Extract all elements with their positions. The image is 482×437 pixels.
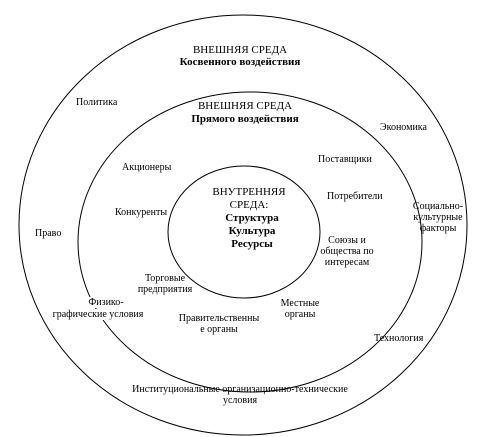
middle-factor-trade: Торговые предприятия (130, 273, 200, 295)
outer-factor-physgeo-line-1: Физико- (76, 297, 136, 308)
institutional-line-1: Институциональные организационно-техниче… (132, 384, 348, 395)
outer-circle (18, 14, 468, 436)
outer-title: ВНЕШНЯЯ СРЕДА (192, 44, 288, 56)
inner-items: Структура Культура Ресурсы (214, 212, 290, 251)
inner-title-line-1: ВНУТРЕННЯЯ (212, 186, 286, 198)
middle-factor-consumers: Потребители (327, 191, 383, 202)
inner-item-structure: Структура (225, 212, 279, 224)
unions-line-2: общества по (320, 246, 374, 257)
middle-title-wrap: ВНЕШНЯЯ СРЕДА (175, 100, 315, 113)
middle-factor-gov: Правительственны е органы (176, 313, 262, 335)
trade-line-1: Торговые (144, 273, 186, 284)
middle-factor-shareholders: Акционеры (122, 162, 172, 173)
unions-line-3: интересам (324, 257, 370, 268)
trade-line-2: предприятия (137, 284, 193, 295)
sociocultural-line-1: Социально- (412, 201, 464, 212)
inner-item-culture: Культура (228, 225, 276, 237)
outer-factor-sociocultural: Социально- культурные факторы (408, 201, 468, 234)
outer-factor-physgeo-line-2: графические условия (38, 309, 158, 320)
local-line-2: органы (284, 309, 316, 320)
middle-title: ВНЕШНЯЯ СРЕДА (195, 100, 295, 112)
outer-factor-institutional: Институциональные организационно-техниче… (120, 384, 360, 406)
physgeo-line-1: Физико- (86, 297, 126, 308)
outer-factor-law: Право (35, 228, 62, 239)
sociocultural-line-2: культурные (413, 212, 463, 223)
outer-subtitle: Косвенного воздействия (179, 56, 301, 68)
inner-circle (167, 165, 321, 299)
inner-title-line-2: СРЕДА: (229, 199, 269, 211)
inner-item-resources: Ресурсы (231, 238, 273, 250)
inner-block: ВНУТРЕННЯЯ СРЕДА: (204, 186, 294, 212)
middle-factor-local: Местные органы (272, 298, 328, 320)
physgeo-line-2: графические условия (50, 309, 146, 320)
outer-factor-politics: Политика (76, 97, 118, 108)
gov-line-1: Правительственны (178, 313, 260, 324)
middle-factor-suppliers: Поставщики (318, 154, 372, 165)
gov-line-2: е органы (200, 324, 238, 335)
middle-factor-unions: Союзы и общества по интересам (312, 235, 382, 268)
institutional-line-2: условия (222, 395, 258, 406)
outer-factor-technology: Технология (374, 333, 424, 344)
unions-line-1: Союзы и (328, 235, 366, 246)
middle-circle (77, 91, 423, 393)
sociocultural-line-3: факторы (419, 223, 457, 234)
local-line-1: Местные (280, 298, 320, 309)
middle-factor-competitors: Конкуренты (115, 207, 168, 218)
middle-subtitle: Прямого воздействия (191, 113, 299, 125)
outer-factor-economy: Экономика (380, 122, 427, 133)
